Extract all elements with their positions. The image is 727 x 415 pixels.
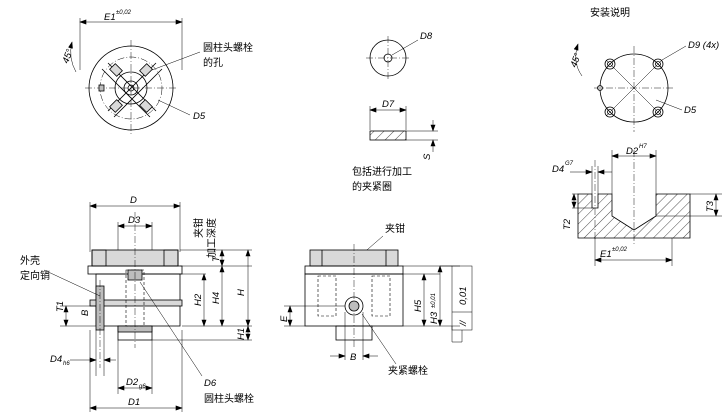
install-hole-nw bbox=[604, 58, 616, 70]
d9-label: D9 (4x) bbox=[688, 40, 719, 51]
d8-leader bbox=[391, 39, 419, 56]
clamp-screw-inner bbox=[348, 300, 360, 312]
e-label: E bbox=[279, 315, 290, 322]
body-base-plate bbox=[89, 299, 183, 307]
jaw-depth-note-line1: 夹钳 bbox=[192, 218, 205, 238]
d4-tol: h6 bbox=[63, 361, 70, 367]
install-hole-sw bbox=[604, 106, 616, 118]
flatness-value: 0,01 bbox=[458, 287, 469, 306]
jaw-note: 夹钳 bbox=[385, 222, 405, 235]
d1-label: D1 bbox=[128, 397, 140, 408]
install-section-hatch bbox=[577, 193, 691, 239]
e1-top-tol: ±0,02 bbox=[116, 10, 132, 16]
h3-tol: ±0,01 bbox=[431, 293, 437, 308]
d5-top-label: D5 bbox=[193, 111, 206, 122]
h5-label: H5 bbox=[413, 299, 424, 312]
b-left-label: B bbox=[80, 309, 91, 316]
top-view: E1 ±0,02 45° 圆柱头螺栓 的孔 D5 bbox=[60, 10, 253, 136]
t3-label: T3 bbox=[705, 200, 716, 212]
front-view: D D3 夹钳 加工深度 T H H4 bbox=[20, 195, 254, 412]
pin-note-line1: 外壳 bbox=[20, 254, 40, 267]
d9-leader bbox=[661, 45, 687, 61]
d5-top-leader bbox=[157, 99, 191, 116]
install-hole-se bbox=[652, 106, 664, 118]
s-label: S bbox=[422, 153, 433, 160]
angle-label-top: 45° bbox=[60, 48, 75, 65]
angle-label-install: 45° bbox=[568, 52, 583, 69]
d4-label: D4 bbox=[50, 354, 62, 365]
d7-label: D7 bbox=[382, 99, 395, 110]
t2-label: T2 bbox=[562, 218, 573, 230]
top-view-pin bbox=[98, 84, 105, 92]
workpiece-note-line1: 包括进行加工 bbox=[352, 165, 412, 178]
flatness-symbol: // bbox=[458, 319, 469, 327]
d3-label: D3 bbox=[128, 215, 141, 226]
pin-note-leader bbox=[43, 269, 101, 297]
d4-install-label: D4 bbox=[552, 164, 564, 175]
install-hole-sw-in bbox=[607, 109, 613, 115]
top-view-hole-nw bbox=[109, 63, 123, 77]
clamp-screw-leader bbox=[361, 313, 397, 365]
pin-note-line2: 定向销 bbox=[20, 269, 50, 282]
d4-install-tol: G7 bbox=[565, 161, 574, 167]
h1-label: H1 bbox=[236, 328, 247, 340]
install-pin-hole bbox=[597, 85, 603, 91]
top-note-line1: 圆柱头螺栓 bbox=[203, 41, 253, 54]
install-view: 安装说明 45° D9 (4x) D5 D2 H7 D4 G7 bbox=[552, 6, 722, 266]
e1-install-label: E1 bbox=[600, 249, 612, 260]
top-note-leader bbox=[151, 51, 201, 71]
install-title: 安装说明 bbox=[590, 6, 630, 19]
top-note-line2: 的孔 bbox=[203, 56, 223, 69]
d2-install-tol: H7 bbox=[639, 144, 647, 150]
ring-view: D8 D7 S 包括进行加工 的夹紧圈 bbox=[352, 31, 438, 193]
d2-tol: g6 bbox=[139, 384, 146, 390]
angle-arc-top bbox=[68, 41, 77, 73]
d-label: D bbox=[130, 195, 137, 206]
d2-install-label: D2 bbox=[626, 146, 639, 157]
install-hole-nw-in bbox=[607, 61, 613, 67]
cap-screw-note: 圆柱头螺栓 bbox=[204, 392, 254, 405]
top-view-hole-ne bbox=[139, 63, 153, 77]
h3-label: H3 bbox=[429, 311, 440, 324]
d6-leader bbox=[139, 281, 203, 377]
e1-top-label: E1 bbox=[104, 12, 116, 23]
angle-arc-install bbox=[573, 43, 583, 77]
e1-install-tol: ±0,02 bbox=[612, 247, 628, 253]
install-hole-ne bbox=[652, 58, 664, 70]
d6-label: D6 bbox=[204, 378, 217, 389]
clamp-screw-note: 夹紧螺栓 bbox=[388, 364, 428, 377]
top-view-hole-se bbox=[139, 99, 153, 113]
h2-label: H2 bbox=[193, 293, 204, 306]
side-hidden-left bbox=[317, 275, 337, 317]
ring-section bbox=[369, 130, 407, 141]
install-hole-se-in bbox=[655, 109, 661, 115]
top-view-hole-sw bbox=[109, 99, 123, 113]
d2-label: D2 bbox=[126, 377, 139, 388]
d8-label: D8 bbox=[420, 31, 433, 42]
h4-label: H4 bbox=[211, 292, 222, 304]
workpiece-note-line2: 的夹紧圈 bbox=[352, 180, 392, 193]
b-right-label: B bbox=[350, 352, 357, 363]
h-label: H bbox=[236, 289, 247, 296]
t1-label: T1 bbox=[55, 301, 66, 312]
jaw-depth-note-line2: 加工深度 bbox=[205, 218, 218, 258]
d5-install-leader bbox=[655, 99, 683, 111]
install-diag-2 bbox=[605, 59, 663, 117]
side-view: 夹钳 E B 夹紧螺栓 H5 H3 ±0,01 bbox=[279, 222, 473, 377]
top-view-jaw-slots bbox=[101, 62, 163, 118]
d5-install-label: D5 bbox=[684, 105, 697, 116]
side-hidden-right bbox=[371, 275, 391, 317]
install-hole-ne-in bbox=[655, 61, 661, 67]
t-label: T bbox=[211, 255, 222, 262]
